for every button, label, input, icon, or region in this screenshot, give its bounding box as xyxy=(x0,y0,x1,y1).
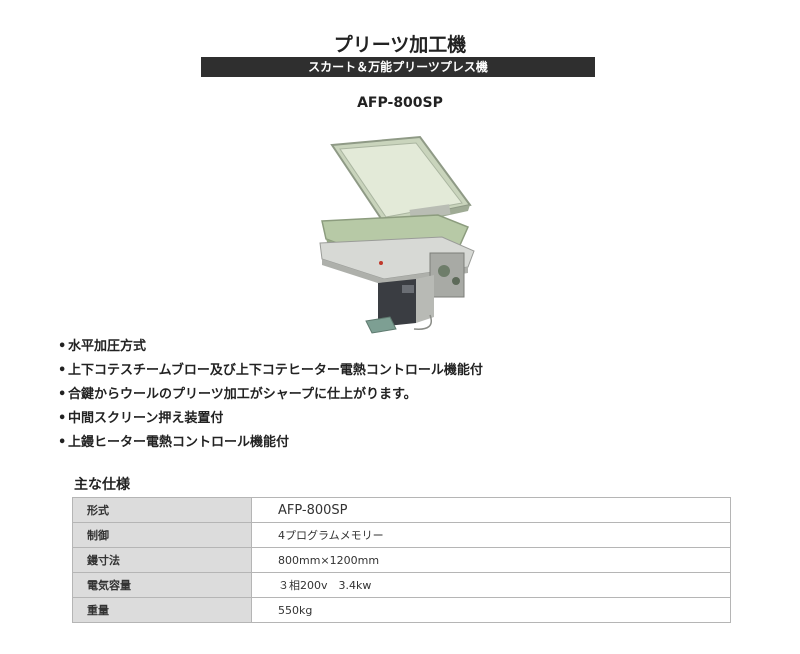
table-row: 鏝寸法 800mm×1200mm xyxy=(72,547,731,573)
spec-value: 800mm×1200mm xyxy=(251,547,731,573)
list-item: •合鍵からウールのプリーツ加工がシャープに仕上がります。 xyxy=(58,387,417,402)
model-name: AFP-800SP xyxy=(357,95,443,111)
spec-value: 550kg xyxy=(251,597,731,623)
spec-value: ３相200v 3.4kw xyxy=(251,572,731,598)
spec-heading: 主な仕様 xyxy=(74,477,130,493)
spec-label: 重量 xyxy=(72,597,252,623)
bullet-icon: • xyxy=(58,411,67,426)
spec-value: 4プログラムメモリー xyxy=(251,522,731,548)
spec-label: 鏝寸法 xyxy=(72,547,252,573)
pleating-press-machine-illustration xyxy=(319,135,475,334)
spec-label: 電気容量 xyxy=(72,572,252,598)
bullet-icon: • xyxy=(58,363,67,378)
spec-value: AFP-800SP xyxy=(251,497,731,523)
subtitle-bar: スカート＆万能プリーツプレス機 xyxy=(201,57,595,77)
spec-table: 形式 AFP-800SP 制御 4プログラムメモリー 鏝寸法 800mm×120… xyxy=(72,497,731,623)
spec-label: 制御 xyxy=(72,522,252,548)
table-row: 重量 550kg xyxy=(72,597,731,623)
list-item: •上下コテスチームブロー及び上下コテヒーター電熱コントロール機能付 xyxy=(58,363,483,378)
page-title: プリーツ加工機 xyxy=(333,34,467,56)
spec-label: 形式 xyxy=(72,497,252,523)
list-item: •上鏝ヒーター電熱コントロール機能付 xyxy=(58,435,290,450)
table-row: 形式 AFP-800SP xyxy=(72,497,731,523)
list-item: •水平加圧方式 xyxy=(58,339,147,354)
list-item: •中間スクリーン押え装置付 xyxy=(58,411,224,426)
feature-list: •水平加圧方式 •上下コテスチームブロー及び上下コテヒーター電熱コントロール機能… xyxy=(58,338,483,458)
bullet-icon: • xyxy=(58,435,67,450)
bullet-icon: • xyxy=(58,339,67,354)
table-row: 電気容量 ３相200v 3.4kw xyxy=(72,572,731,598)
bullet-icon: • xyxy=(58,387,67,402)
table-row: 制御 4プログラムメモリー xyxy=(72,522,731,548)
